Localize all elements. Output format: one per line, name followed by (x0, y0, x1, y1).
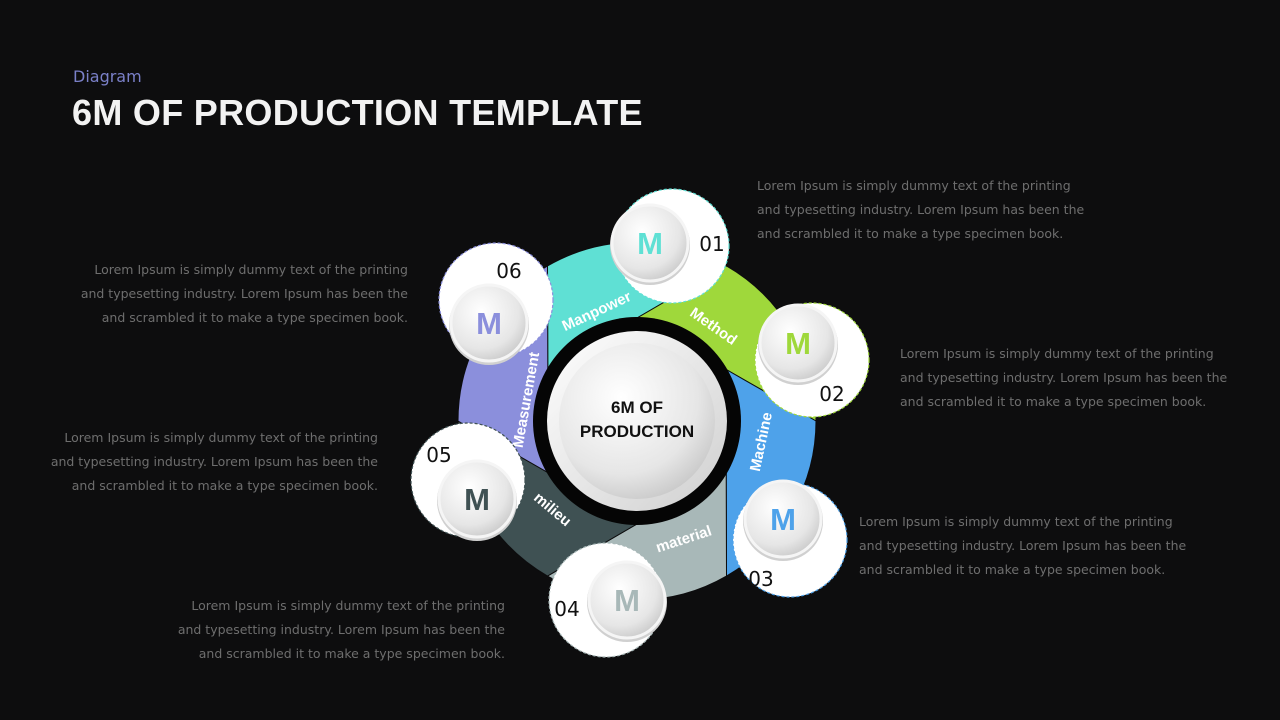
badge-letter: M (614, 583, 640, 618)
badge-letter: M (464, 482, 490, 517)
step-number: 04 (554, 597, 579, 621)
description-03: Lorem Ipsum is simply dummy text of the … (859, 514, 1187, 577)
description-04: Lorem Ipsum is simply dummy text of the … (177, 598, 505, 661)
badge-disc (449, 283, 529, 363)
step-badge-02: M 02 (754, 302, 870, 418)
step-badge-06: M 06 (438, 242, 554, 365)
step-badge-05: M 05 (410, 422, 526, 541)
description-01: Lorem Ipsum is simply dummy text of the … (757, 178, 1085, 241)
center-title-line2: PRODUCTION (580, 422, 694, 441)
step-number: 01 (699, 232, 724, 256)
badge-disc (758, 303, 838, 383)
step-number: 03 (748, 567, 773, 591)
badge-letter: M (785, 326, 811, 361)
description-02: Lorem Ipsum is simply dummy text of the … (900, 346, 1228, 409)
subtitle: Diagram (73, 67, 142, 86)
badge-disc (437, 459, 517, 539)
badge-letter: M (476, 306, 502, 341)
step-number: 06 (496, 259, 521, 283)
center-title-line1: 6M OF (611, 398, 663, 417)
step-badge-03: M 03 (732, 479, 848, 598)
badge-disc (587, 560, 667, 640)
badge-disc (743, 479, 823, 559)
step-badge-01: M 01 (610, 188, 730, 304)
badge-disc (610, 203, 690, 283)
step-badge-04: M 04 (548, 542, 667, 658)
page-title: 6M OF PRODUCTION TEMPLATE (72, 92, 643, 133)
step-number: 02 (819, 382, 844, 406)
description-05: Lorem Ipsum is simply dummy text of the … (50, 430, 378, 493)
center-inner-disc (559, 343, 715, 499)
badge-letter: M (637, 226, 663, 261)
description-06: Lorem Ipsum is simply dummy text of the … (80, 262, 408, 325)
step-number: 05 (426, 443, 451, 467)
badge-letter: M (770, 502, 796, 537)
